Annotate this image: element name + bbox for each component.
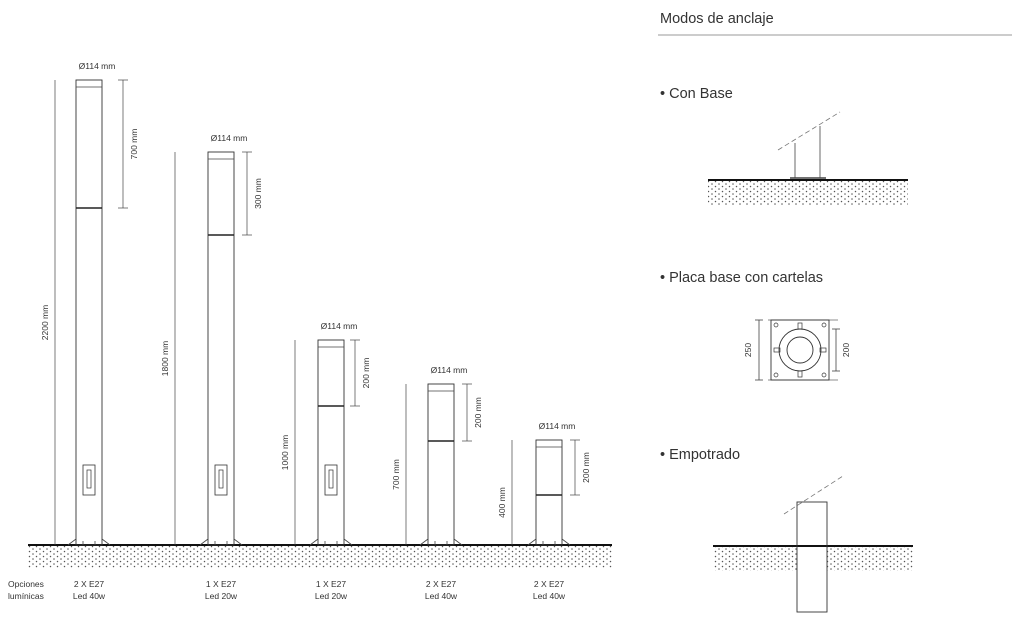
pole-base <box>67 538 111 546</box>
embedded-diagram <box>713 475 913 613</box>
diameter-label: Ø114 mm <box>539 421 576 431</box>
lamp-option: 2 X E27 <box>426 579 457 589</box>
diameter-label: Ø114 mm <box>321 321 358 331</box>
diameter-label: Ø114 mm <box>79 61 116 71</box>
plate-dim-outer: 250 <box>743 343 753 357</box>
diameter-label: Ø114 mm <box>431 365 468 375</box>
lamp-option: 2 X E27 <box>74 579 105 589</box>
ground <box>28 544 612 568</box>
head-dim-label: 700 mm <box>129 129 139 160</box>
pole-base <box>527 538 571 546</box>
door-handle <box>86 469 92 489</box>
access-door <box>214 464 228 496</box>
led-option: Led 40w <box>533 591 566 601</box>
lamp-option: 1 X E27 <box>316 579 347 589</box>
pole-1 <box>54 79 128 546</box>
pole-base <box>309 538 353 546</box>
plate-dim-inner: 200 <box>841 343 851 357</box>
led-option: Led 40w <box>73 591 106 601</box>
head-dim-label: 200 mm <box>581 452 591 483</box>
door-handle <box>328 469 334 489</box>
pole-body <box>427 383 455 546</box>
base-plate-diagram: 250 200 <box>743 319 851 381</box>
options-label-2: lumínicas <box>8 591 44 601</box>
pole-body <box>75 79 103 546</box>
diameter-label: Ø114 mm <box>211 133 248 143</box>
height-dim-label: 1800 mm <box>160 341 170 376</box>
led-option: Led 40w <box>425 591 458 601</box>
panel-title: Modos de anclaje <box>660 11 774 27</box>
led-option: Led 20w <box>205 591 238 601</box>
access-door <box>82 464 96 496</box>
access-door <box>324 464 338 496</box>
mode-placa-base: • Placa base con cartelas <box>660 270 823 286</box>
led-option: Led 20w <box>315 591 348 601</box>
pole-3 <box>294 339 360 546</box>
head-dim-label: 200 mm <box>361 358 371 389</box>
pole-body <box>535 439 563 546</box>
options-label-1: Opciones <box>8 579 44 589</box>
mode-empotrado: • Empotrado <box>660 447 740 463</box>
pole-4 <box>405 383 472 546</box>
pole-base <box>419 538 463 546</box>
pole-base <box>199 538 243 546</box>
mode-con-base: • Con Base <box>660 86 733 102</box>
height-dim-label: 700 mm <box>391 459 401 490</box>
con-base-diagram <box>708 111 908 205</box>
height-dim-label: 2200 mm <box>40 305 50 340</box>
pole-body <box>207 151 235 546</box>
head-dim-label: 300 mm <box>253 178 263 209</box>
lamp-option: 2 X E27 <box>534 579 565 589</box>
pole-body <box>317 339 345 546</box>
lamp-option: 1 X E27 <box>206 579 237 589</box>
pole-5 <box>511 439 580 546</box>
pole-2 <box>174 151 252 546</box>
head-dim-label: 200 mm <box>473 397 483 428</box>
door-handle <box>218 469 224 489</box>
anchoring-panel: Modos de anclaje • Con Base • Placa base… <box>658 11 1012 613</box>
height-dim-label: 1000 mm <box>280 435 290 470</box>
height-dim-label: 400 mm <box>497 487 507 518</box>
